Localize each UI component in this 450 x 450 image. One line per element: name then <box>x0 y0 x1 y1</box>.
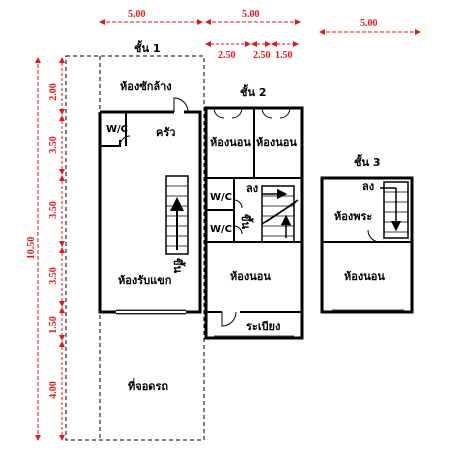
room-wc-2b: W/C <box>210 224 232 235</box>
dim-left-4: 3.50 <box>48 267 59 285</box>
dim-left-2: 3.50 <box>48 136 59 154</box>
room-balcony: ระเบียง <box>246 320 280 333</box>
room-living: ห้องรับแขก <box>118 274 172 287</box>
dim-top-2: 5.00 <box>242 9 260 20</box>
dim-left-overall: 10.50 <box>26 237 37 260</box>
floor-2-label: ชั้น 2 <box>240 84 266 99</box>
dim-top-3: 5.00 <box>360 18 378 29</box>
room-bedroom-2b: ห้องนอน <box>256 136 297 149</box>
room-wc-2a: W/C <box>210 192 232 203</box>
floor-3-label: ชั้น 3 <box>354 154 380 169</box>
dim-sub-2: 2.50 <box>253 50 271 61</box>
room-bedroom-3: ห้องนอน <box>344 270 385 283</box>
room-kitchen: ครัว <box>156 126 175 139</box>
floor-1-plan: ชั้น 1 ห้องซักล้าง W/C ครัว ขึ้น ห้องรับ… <box>65 40 205 441</box>
dim-left-3: 3.50 <box>48 201 59 219</box>
floor-2-plan: ชั้น 2 ห้องนอน ห้องนอน W/C W <box>204 84 304 340</box>
dim-sub-1: 2.50 <box>218 50 236 61</box>
stair-up-label-f2: ขึ้น <box>239 214 254 230</box>
room-shrine: ห้องพระ <box>334 210 372 223</box>
room-bedroom-2c: ห้องนอน <box>230 270 271 283</box>
dim-left-5: 1.50 <box>48 316 59 334</box>
floor-3-plan: ชั้น 3 ลง ห้องพระ ห้องนอน <box>320 154 414 314</box>
dim-top-1: 5.00 <box>128 9 146 20</box>
room-bedroom-2a: ห้องนอน <box>210 136 251 149</box>
dim-sub-3: 1.50 <box>275 50 293 61</box>
dim-left-1: 2.00 <box>48 83 59 101</box>
left-dimensions: 10.50 2.00 3.50 3.50 3.50 1.50 4.00 <box>26 57 65 441</box>
room-laundry: ห้องซักล้าง <box>120 80 172 93</box>
stair-down-label-f3: ลง <box>362 180 374 193</box>
floor-1-label: ชั้น 1 <box>134 40 160 55</box>
dim-left-6: 4.00 <box>48 381 59 399</box>
top-dimensions: 5.00 5.00 5.00 2.50 2.50 1.50 <box>99 9 421 61</box>
stair-up-label-f1: ขึ้น <box>171 258 186 274</box>
room-parking: ที่จอดรถ <box>128 378 168 393</box>
room-wc-f1: W/C <box>106 124 128 135</box>
stair-down-label-f2: ลง <box>246 182 258 195</box>
